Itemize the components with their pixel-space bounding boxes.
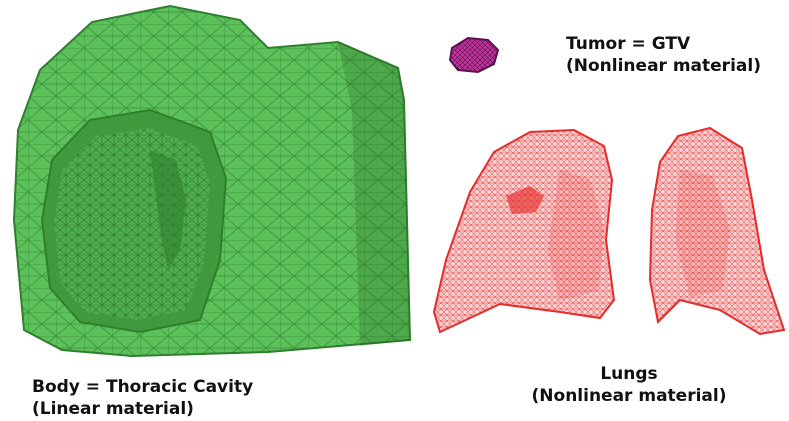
lungs-mesh — [434, 128, 784, 334]
tumor-mesh-overlay — [450, 38, 498, 72]
thoracic-cavity-mesh — [14, 6, 410, 356]
lungs-label-line2: (Nonlinear material) — [516, 385, 742, 407]
body-label: Body = Thoracic Cavity (Linear material) — [32, 376, 253, 420]
body-label-line1: Body = Thoracic Cavity — [32, 376, 253, 398]
tumor-label: Tumor = GTV (Nonlinear material) — [566, 33, 761, 77]
tumor-label-line1: Tumor = GTV — [566, 33, 761, 55]
body-label-line2: (Linear material) — [32, 398, 253, 420]
cavity-inner-mesh — [54, 128, 210, 320]
lungs-label-line1: Lungs — [516, 363, 742, 385]
tumor-label-line2: (Nonlinear material) — [566, 55, 761, 77]
lungs-label: Lungs (Nonlinear material) — [516, 363, 742, 407]
tumor-gtv-mesh — [450, 38, 498, 72]
